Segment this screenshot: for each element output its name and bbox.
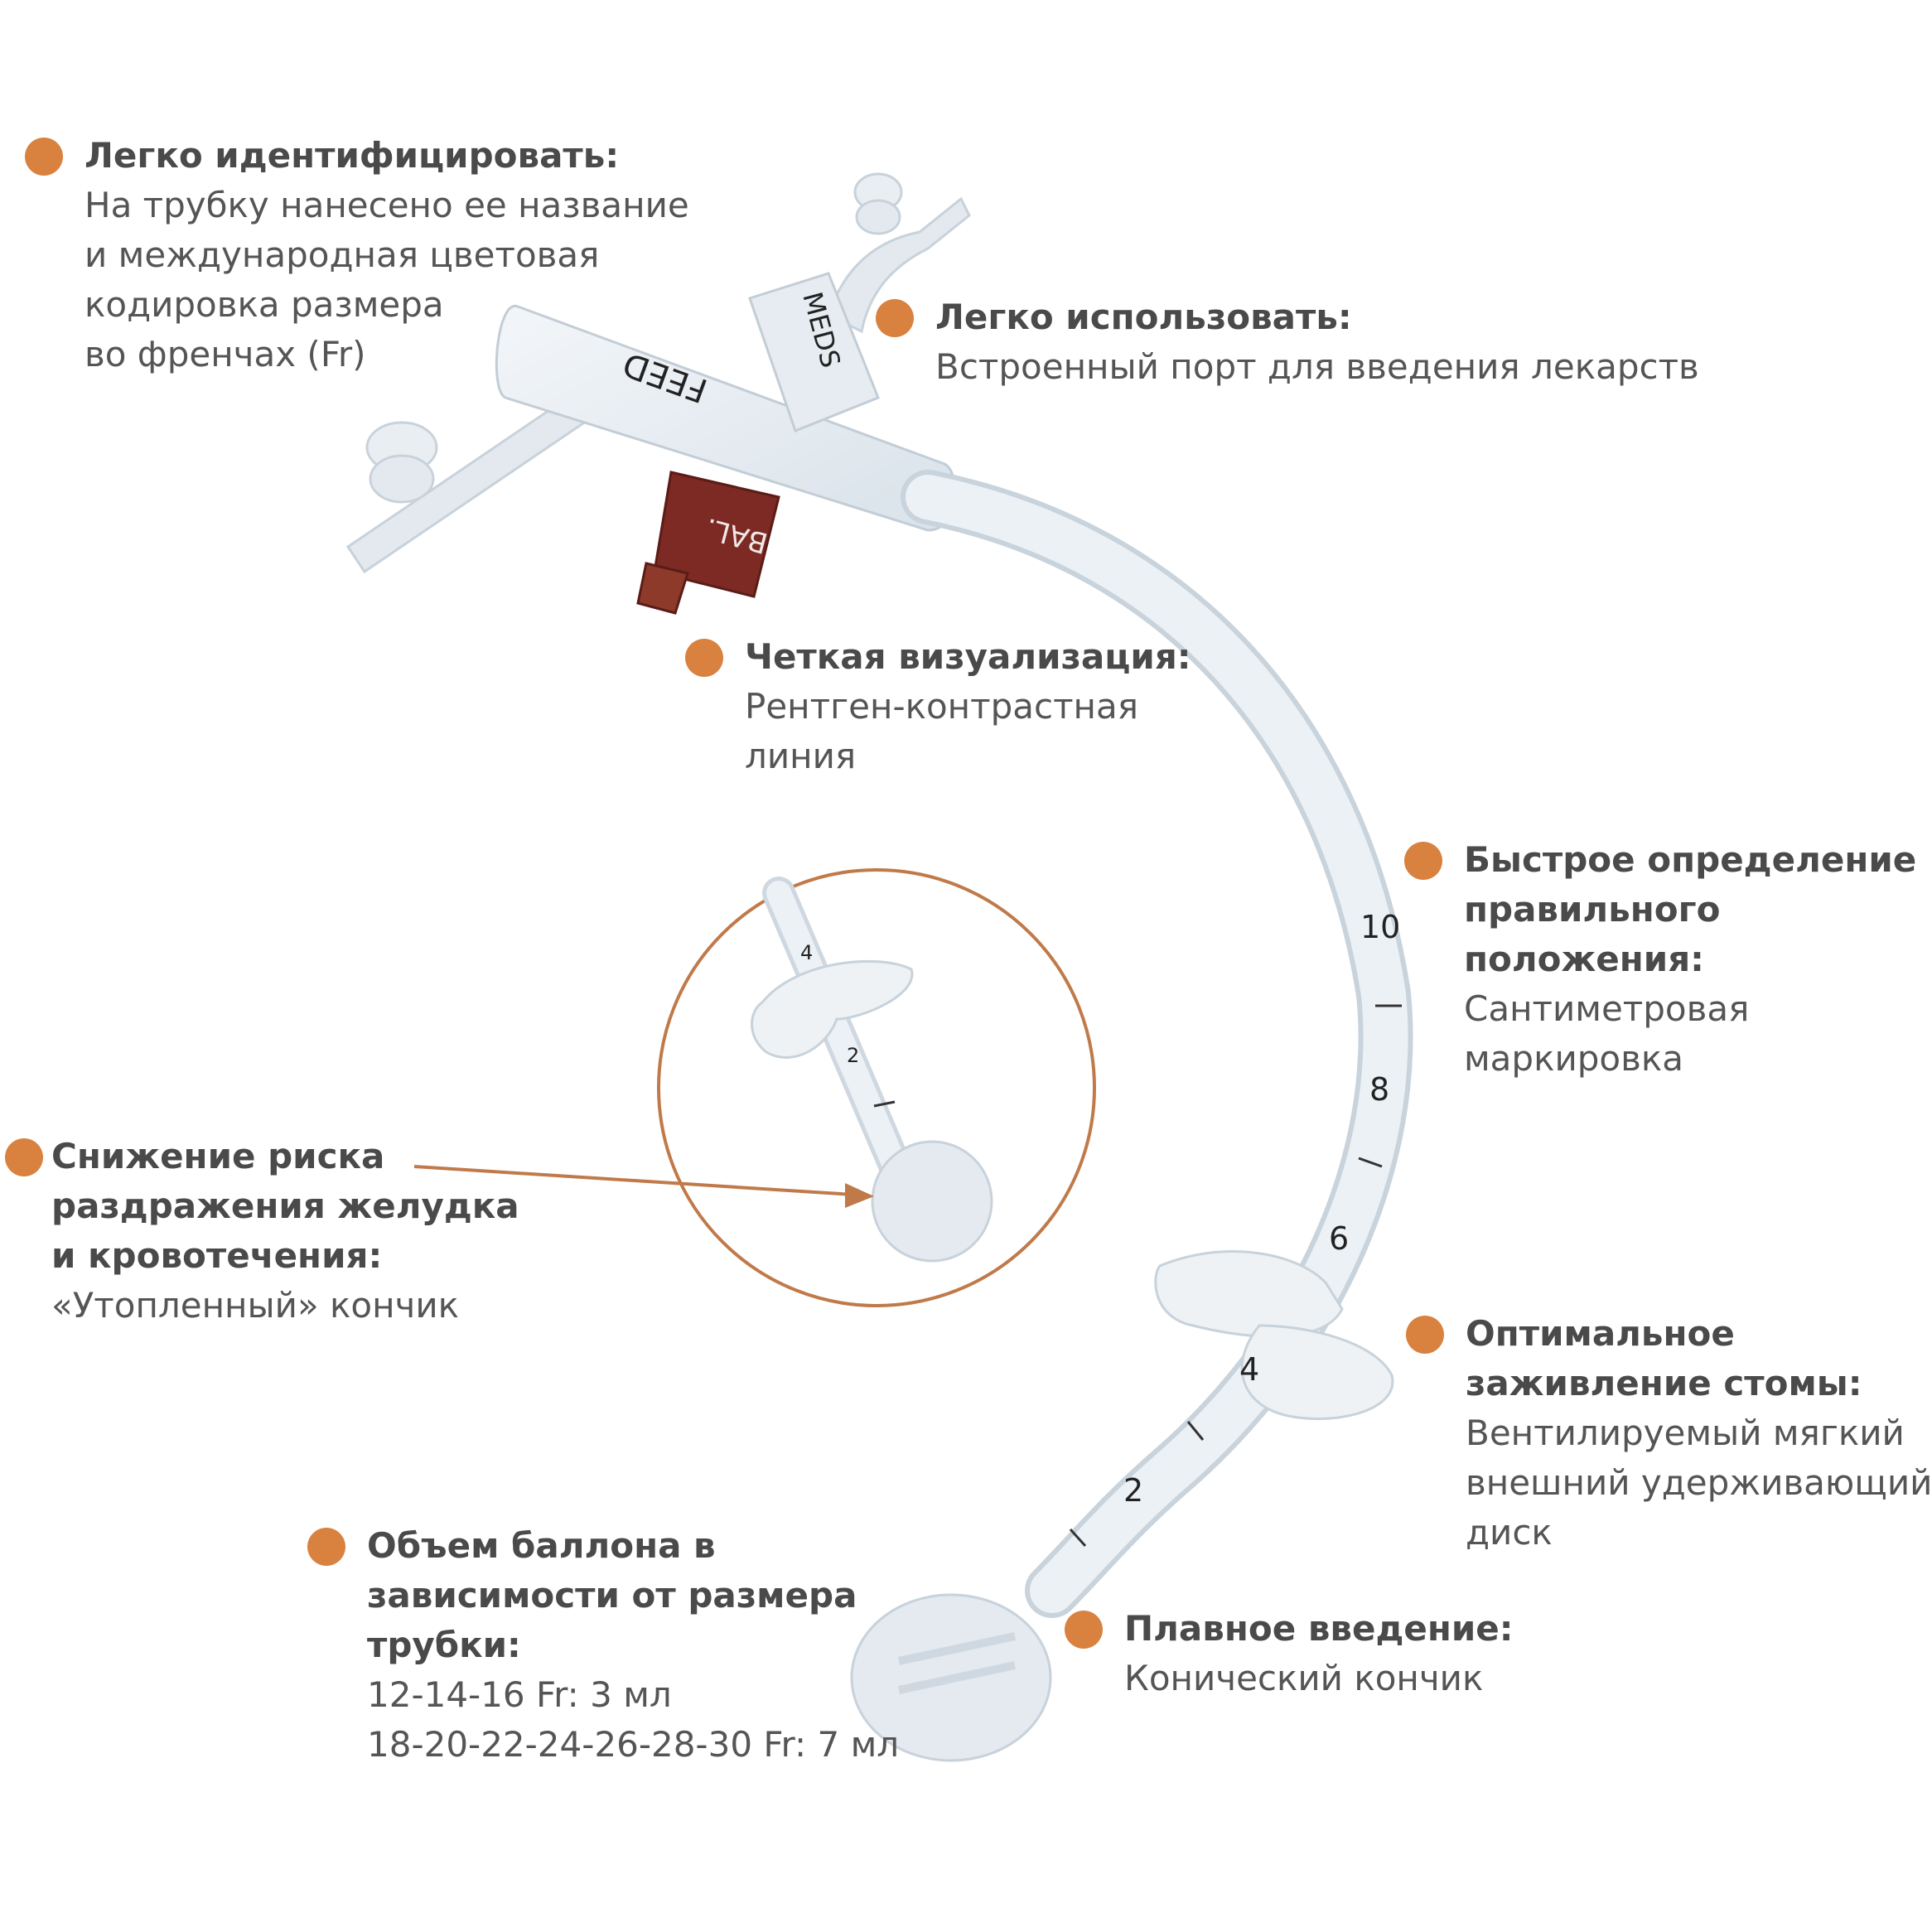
callout-description: «Утопленный» кончик (51, 1285, 460, 1326)
scale-mark-10: 10 (1360, 909, 1400, 945)
scale-mark-8: 8 (1369, 1071, 1389, 1108)
bullet-dot (25, 138, 63, 176)
recessed-tip-inset (657, 868, 1096, 1307)
scale-mark-2: 2 (1123, 1472, 1143, 1509)
callout-title: Плавное введение: (1124, 1608, 1514, 1649)
bullet-dot (1404, 842, 1442, 880)
callout-description: Вентилируемый мягкий внешний удерживающи… (1466, 1413, 1932, 1553)
main-scale-ticks (1069, 1004, 1402, 1548)
bullet-dot (1065, 1611, 1103, 1649)
feed-port-cap (345, 387, 599, 574)
tube-hub (495, 272, 957, 532)
bullet-dot (5, 1138, 43, 1176)
bullet-dot (685, 639, 723, 677)
callout-title: Снижение риска раздражения желудка и кро… (51, 1136, 519, 1276)
callout-description: На трубку нанесено ее название и междуна… (85, 185, 689, 374)
callout-description: Сантиметровая маркировка (1464, 988, 1750, 1079)
bullet-dot (1406, 1316, 1444, 1354)
inset-scale-mark-4: 4 (800, 941, 813, 964)
bullet-dot (876, 299, 914, 337)
callout-description: Встроенный порт для введения лекарств (935, 346, 1699, 387)
leader-arrow (413, 1165, 874, 1208)
bullet-dot (307, 1528, 345, 1566)
external-retention-disc (1154, 1250, 1394, 1420)
scale-mark-4: 4 (1239, 1351, 1259, 1388)
callout-description: Конический кончик (1124, 1658, 1484, 1698)
callout-description: Рентген-контрастная линия (745, 686, 1139, 776)
inset-scale-mark-2: 2 (847, 1044, 859, 1067)
callout-title: Объем баллона в зависимости от размера т… (367, 1525, 857, 1665)
callout-title: Легко идентифицировать: (85, 135, 620, 176)
callout-title: Оптимальное заживление стомы: (1466, 1313, 1862, 1403)
callout-title: Легко использовать: (935, 297, 1352, 337)
balloon-inflation-port (636, 471, 780, 615)
callout-description: 12-14-16 Fr: 3 мл 18-20-22-24-26-28-30 F… (367, 1674, 900, 1765)
meds-port-cap (827, 172, 971, 334)
callout-title: Четкая визуализация: (745, 636, 1191, 677)
scale-mark-6: 6 (1329, 1220, 1349, 1257)
callout-title: Быстрое определение правильного положени… (1464, 839, 1917, 979)
